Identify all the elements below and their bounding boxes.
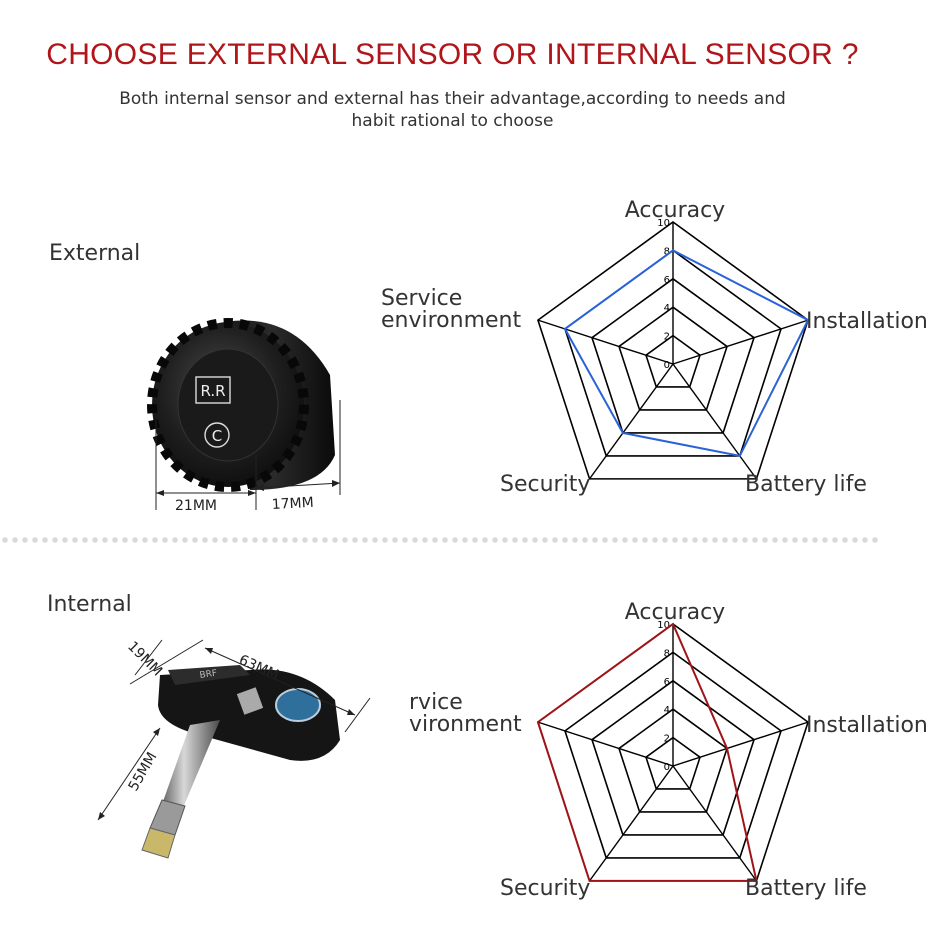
external-sensor-image: R.R C 21MM 17MM (147, 318, 341, 514)
radar-axis-label: Installation (806, 713, 928, 738)
internal-label: Internal (47, 592, 132, 617)
radar-spoke (672, 363, 758, 480)
radar-grid-ring (564, 651, 782, 859)
internal-sensor-image: BRF 19MM 63MM 55MM (97, 639, 371, 859)
radar-axis-label: Security (500, 876, 590, 901)
radar-spoke (672, 765, 758, 882)
radar-tick-label: 10 (657, 218, 670, 229)
sensor-code-box (195, 376, 231, 404)
radar-grid-ring (618, 708, 728, 813)
radar-grid-ring (645, 334, 701, 388)
radar-axis-label: Battery life (745, 876, 867, 901)
sensor-mark-text: C (212, 427, 222, 445)
radar-axis-label: Installation (806, 309, 928, 334)
radar-spoke (672, 721, 809, 767)
radar-tick-label: 2 (664, 734, 670, 745)
page-title: CHOOSE EXTERNAL SENSOR OR INTERNAL SENSO… (46, 38, 859, 71)
dimension-label-width: 21MM (175, 498, 217, 514)
radar-tick-label: 2 (664, 332, 670, 343)
radar-tick-label: 4 (664, 303, 670, 314)
radar-tick-label: 8 (664, 648, 670, 659)
radar-axis-label: Battery life (745, 472, 867, 497)
radar-axis-label: Accuracy (625, 198, 725, 223)
radar-tick-label: 8 (664, 246, 670, 257)
radar-grid-ring (591, 679, 755, 836)
radar-spoke (537, 721, 674, 767)
radar-spoke (588, 765, 674, 882)
radar-axis-label: Accuracy (625, 600, 725, 625)
radar-tick-label: 0 (664, 360, 670, 371)
radar-tick-label: 10 (657, 620, 670, 631)
dimension-label-height: 17MM (271, 495, 314, 513)
radar-grid-ring (618, 306, 728, 411)
sensor-code-text: R.R (200, 382, 225, 400)
radar-spoke (588, 363, 674, 480)
radar-grid-ring (645, 736, 701, 790)
sensor-brand-text: BRF (199, 669, 218, 681)
external-label: External (49, 241, 141, 266)
page-subtitle: Both internal sensor and external has th… (119, 89, 786, 131)
radar-tick-label: 6 (664, 275, 670, 286)
radar-tick-label: 0 (664, 762, 670, 773)
radar-tick-label: 6 (664, 677, 670, 688)
radar-grid-ring (537, 221, 809, 480)
radar-spoke (672, 319, 809, 365)
radar-series-line (563, 249, 810, 458)
radar-series-line (536, 622, 758, 882)
section-divider (0, 537, 880, 543)
radar-tick-label: 4 (664, 705, 670, 716)
radar-spoke (537, 319, 674, 365)
radar-grid-ring (591, 277, 755, 434)
radar-axis-label: Security (500, 472, 590, 497)
